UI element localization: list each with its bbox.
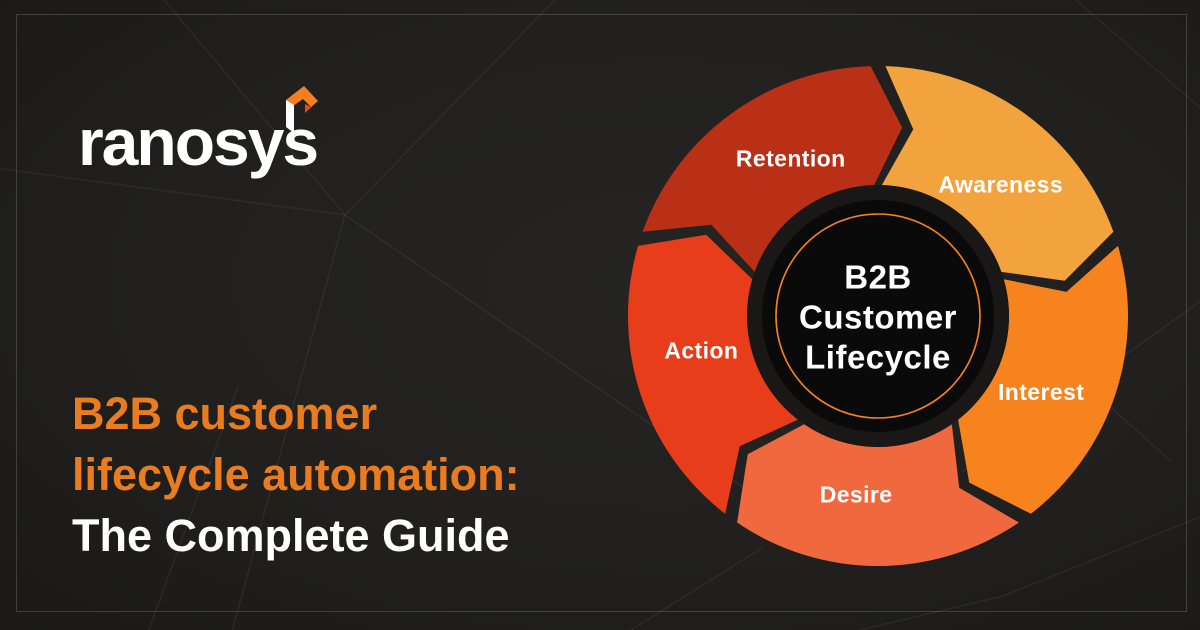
mesh-line (629, 547, 763, 630)
headline-line-3: The Complete Guide (72, 510, 510, 561)
segment-action (627, 234, 798, 514)
mesh-line (0, 167, 346, 216)
mesh-line (1074, 0, 1200, 109)
mesh-line (163, 0, 346, 216)
headline: B2B customer lifecycle automation: The C… (72, 383, 520, 566)
logo-arrow-top (286, 86, 318, 107)
mesh-line (1002, 516, 1200, 597)
hub-title-line-3: Lifecycle (805, 339, 951, 376)
center-hub (762, 200, 994, 432)
segment-label-interest: Interest (998, 379, 1084, 405)
mesh-line (231, 214, 346, 630)
segment-label-retention: Retention (736, 146, 846, 172)
headline-line-2: lifecycle automation: (72, 449, 520, 500)
segment-retention (642, 66, 903, 272)
hub-accent-ring (775, 213, 981, 419)
logo-wordmark: ranosys (78, 105, 319, 179)
logo-pole (286, 100, 294, 133)
logo-arrow-fold (305, 101, 318, 113)
segment-interest (958, 245, 1129, 514)
mesh-line (857, 595, 1004, 630)
hub-title-line-1: B2B (844, 259, 912, 296)
segment-label-desire: Desire (820, 482, 893, 508)
ranosys-arrow-icon (286, 86, 318, 133)
mesh-line (344, 0, 557, 216)
mesh-line (344, 214, 821, 541)
segment-label-awareness: Awareness (938, 171, 1063, 197)
hub-title-line-2: Customer (799, 299, 957, 336)
segment-desire (737, 424, 1019, 566)
segment-label-action: Action (664, 337, 738, 363)
ranosys-logo: ranosys (78, 86, 350, 206)
headline-line-1: B2B customer (72, 388, 378, 439)
mesh-line (147, 385, 239, 630)
segment-awareness (881, 66, 1114, 281)
